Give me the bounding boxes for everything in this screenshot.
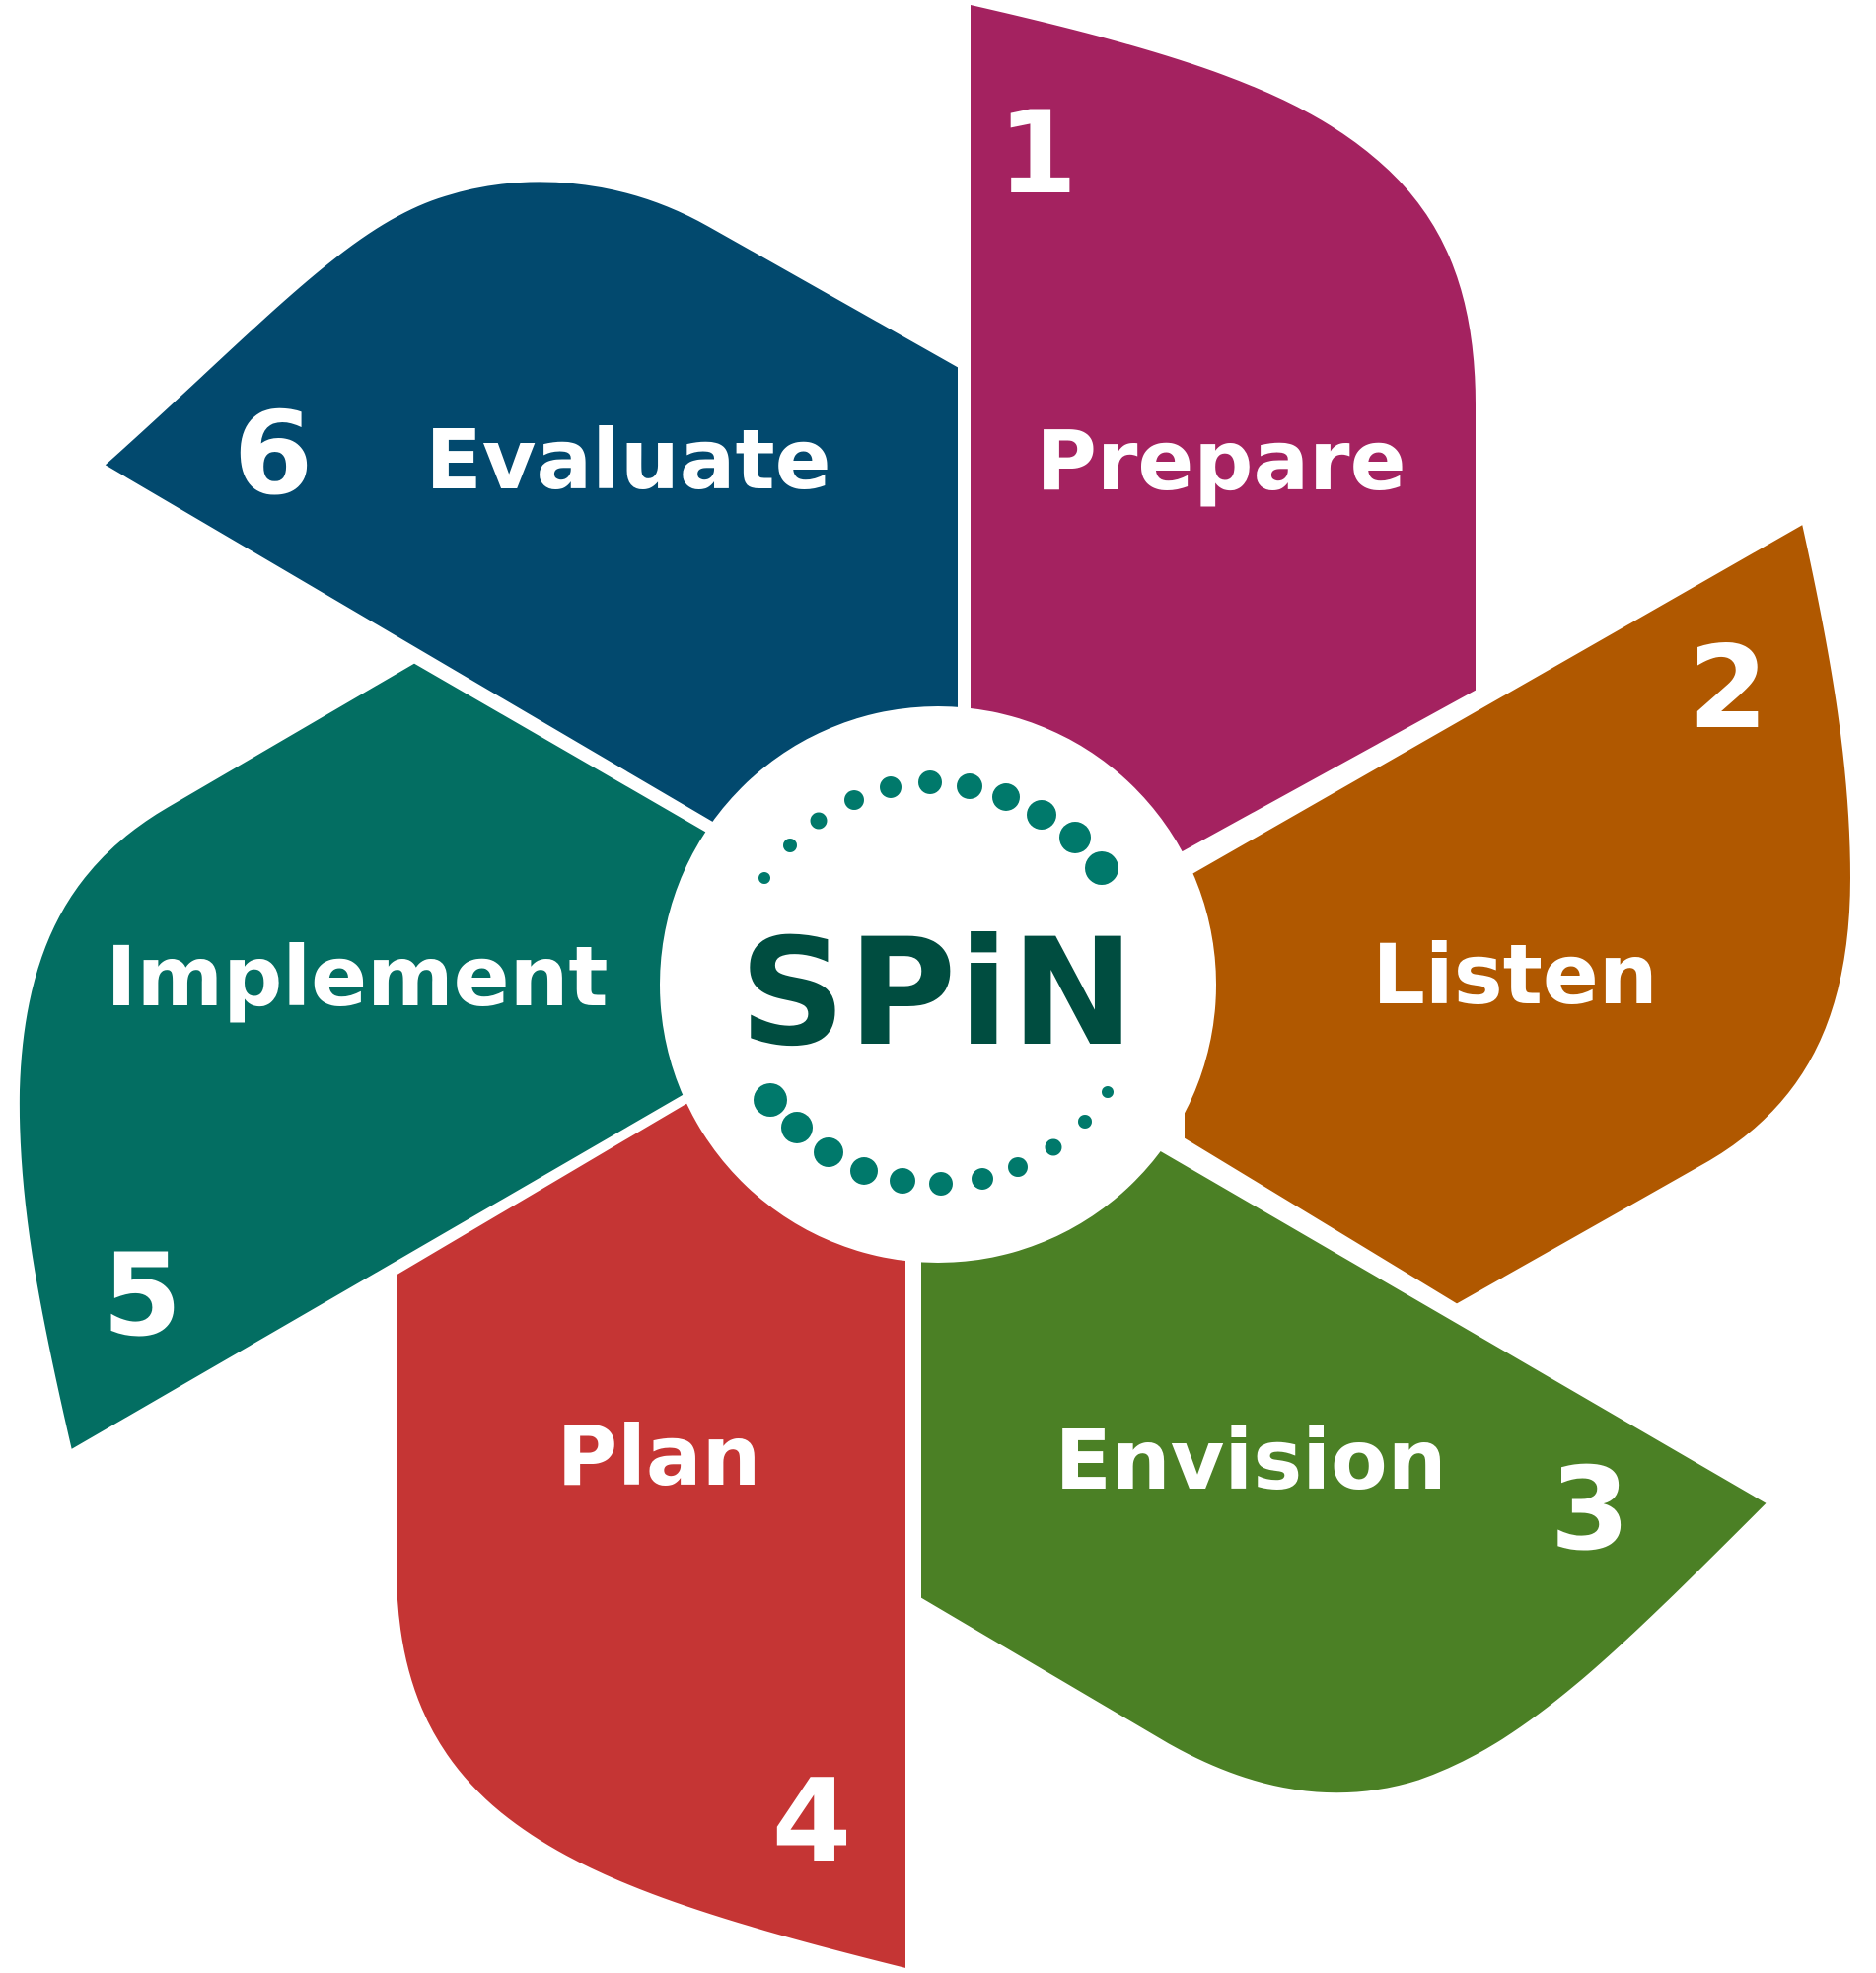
logo-dot — [758, 872, 770, 884]
logo-dot — [1102, 1086, 1114, 1098]
logo-dot — [754, 1083, 787, 1117]
logo-dot — [1085, 851, 1118, 885]
logo-dot — [1059, 822, 1091, 853]
logo-dot — [1078, 1115, 1092, 1129]
logo-dot — [781, 1112, 813, 1143]
logo-dot — [783, 839, 797, 852]
logo-dot — [1045, 1138, 1062, 1156]
petal-listen — [1177, 515, 1858, 1312]
step-number-6: 6 — [234, 388, 314, 521]
logo-dot — [880, 776, 902, 798]
logo-dot — [918, 770, 942, 794]
step-number-5: 5 — [103, 1229, 182, 1362]
logo-dot — [929, 1172, 953, 1196]
logo-dot — [1027, 800, 1056, 830]
logo-dot — [1008, 1157, 1028, 1177]
logo-dot — [810, 812, 828, 830]
logo-dot-ring — [754, 770, 1118, 1196]
logo-dot — [957, 773, 982, 799]
step-label-implement: Implement — [106, 928, 608, 1025]
logo-dot — [814, 1137, 843, 1167]
logo-dot — [844, 790, 864, 810]
logo-text: SPiN — [740, 908, 1137, 1079]
petal-envision — [913, 1142, 1776, 1801]
petal-implement — [11, 655, 715, 1459]
logo-dot — [850, 1157, 878, 1185]
step-number-3: 3 — [1551, 1443, 1630, 1576]
logo-dot — [890, 1168, 915, 1194]
petal-plan — [389, 1091, 913, 1973]
logo-dot — [992, 783, 1020, 811]
logo-dot — [972, 1168, 993, 1190]
step-label-prepare: Prepare — [1036, 412, 1406, 509]
step-number-4: 4 — [772, 1755, 852, 1888]
step-number-1: 1 — [998, 87, 1078, 220]
step-label-envision: Envision — [1054, 1412, 1446, 1508]
step-label-listen: Listen — [1372, 926, 1657, 1023]
petal-evaluate — [95, 174, 966, 835]
step-label-plan: Plan — [557, 1408, 761, 1504]
petal-prepare — [963, 0, 1483, 860]
step-label-evaluate: Evaluate — [425, 411, 830, 508]
step-number-2: 2 — [1689, 621, 1768, 755]
